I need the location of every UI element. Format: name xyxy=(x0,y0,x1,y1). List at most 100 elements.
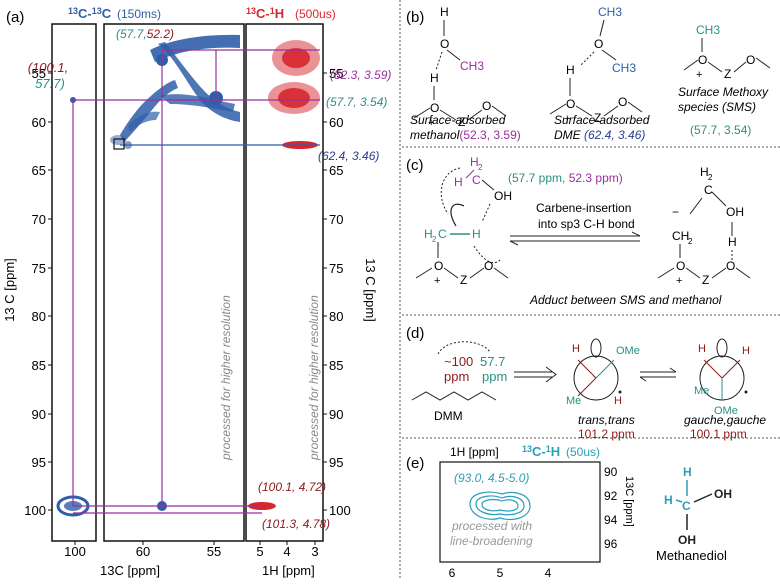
connector-lines-purple xyxy=(72,49,320,514)
svg-text:2: 2 xyxy=(688,237,693,246)
svg-text:100: 100 xyxy=(329,503,351,518)
svg-text:90: 90 xyxy=(329,407,343,422)
x-tick-marks xyxy=(74,541,316,545)
note-cc: processed for higher resolution xyxy=(219,295,233,461)
ch-spectrum xyxy=(248,40,320,510)
panel-label-b: (b) xyxy=(406,9,424,26)
cap3-b: species (SMS) xyxy=(678,100,756,114)
svg-text:−: − xyxy=(672,205,679,219)
note-h: processed for higher resolution xyxy=(307,295,321,461)
svg-text:80: 80 xyxy=(32,309,46,324)
e-h-axis: 1H [ppm] xyxy=(450,445,499,459)
svg-text:Me: Me xyxy=(566,395,581,407)
x-axis-label-cc: 13C [ppm] xyxy=(100,563,160,578)
svg-text:+: + xyxy=(428,117,434,129)
svg-text:O: O xyxy=(434,259,443,273)
svg-text:55: 55 xyxy=(329,66,343,81)
svg-text:CH3: CH3 xyxy=(612,61,636,75)
e-peak: (93.0, 4.5-5.0) xyxy=(454,471,529,485)
svg-text:CH3: CH3 xyxy=(460,59,484,73)
svg-text:90: 90 xyxy=(32,407,46,422)
svg-text:95: 95 xyxy=(329,455,343,470)
cc-title: 13C-13C xyxy=(68,6,112,21)
svg-text:O: O xyxy=(566,97,575,111)
cap3-val: (57.7, 3.54) xyxy=(690,123,751,137)
c-arrow-top-a: Carbene-insertion xyxy=(536,201,631,215)
lbl-h1: (52.3, 3.59) xyxy=(330,68,391,82)
svg-text:C: C xyxy=(704,183,713,197)
svg-text:4: 4 xyxy=(545,566,552,580)
svg-text:65: 65 xyxy=(329,163,343,178)
svg-text:C: C xyxy=(682,499,691,513)
e-x-ticks: 6 5 4 xyxy=(449,566,552,580)
svg-text:65: 65 xyxy=(32,163,46,178)
svg-text:+: + xyxy=(676,275,682,287)
svg-text:55: 55 xyxy=(207,544,221,559)
cap2: DME (62.4, 3.46) xyxy=(554,128,645,142)
svg-text:O: O xyxy=(698,53,707,67)
svg-text:H: H xyxy=(614,395,622,407)
ch-title: 13C-1H xyxy=(246,6,284,21)
svg-text:OH: OH xyxy=(726,205,744,219)
svg-text:70: 70 xyxy=(329,212,343,227)
svg-text:2: 2 xyxy=(432,235,437,244)
structure-methanol: H O CH3 H O + Z O xyxy=(413,5,507,129)
structure-dme: CH3 O CH3 H O + Z O xyxy=(549,5,643,125)
svg-text:H: H xyxy=(683,465,692,479)
svg-text:75: 75 xyxy=(32,261,46,276)
svg-text:CH3: CH3 xyxy=(598,5,622,19)
equilibrium-arrow-c xyxy=(509,231,641,246)
structure-sms: CH3 O + Z O xyxy=(683,23,771,81)
y-axis-label-left: 13 C [ppm] xyxy=(2,258,17,322)
lbl-h3: (62.4, 3.46) xyxy=(318,149,379,163)
marker-box xyxy=(113,138,125,150)
e-note-a: processed with xyxy=(451,519,532,533)
x-axis-label-h: 1H [ppm] xyxy=(262,563,315,578)
svg-text:O: O xyxy=(726,259,735,273)
svg-text:70: 70 xyxy=(32,212,46,227)
y-tick-labels-right: 55 60 65 70 75 80 85 90 95 100 xyxy=(329,66,351,518)
svg-text:60: 60 xyxy=(136,544,150,559)
svg-text:O: O xyxy=(430,101,439,115)
svg-text:OH: OH xyxy=(678,533,696,547)
svg-text:OH: OH xyxy=(494,189,512,203)
svg-text:4: 4 xyxy=(283,544,290,559)
svg-text:H: H xyxy=(440,5,449,19)
svg-text:H: H xyxy=(742,345,750,357)
ch-box xyxy=(245,23,324,542)
d-ppm100-a: ~100 xyxy=(444,354,473,369)
svg-text:85: 85 xyxy=(329,358,343,373)
panel-label-d: (d) xyxy=(406,325,424,342)
svg-text:O: O xyxy=(618,95,627,109)
cc-left-box xyxy=(51,23,97,542)
svg-text:6: 6 xyxy=(449,566,456,580)
e-contours xyxy=(469,491,531,521)
cc-time: (150ms) xyxy=(117,7,161,21)
svg-text:OH: OH xyxy=(714,487,732,501)
e-time: (50us) xyxy=(566,445,600,459)
lbl-h2: (57.7, 3.54) xyxy=(326,95,387,109)
svg-text:Z: Z xyxy=(460,273,467,287)
svg-text:Me: Me xyxy=(694,385,709,397)
svg-text:75: 75 xyxy=(329,261,343,276)
svg-text:85: 85 xyxy=(32,358,46,373)
svg-text:100: 100 xyxy=(24,503,46,518)
dmm-skeleton xyxy=(411,391,497,401)
panel-label-e: (e) xyxy=(406,455,424,472)
svg-text:Z: Z xyxy=(724,67,731,81)
svg-text:O: O xyxy=(594,37,603,51)
svg-text:+: + xyxy=(434,275,440,287)
svg-text:O: O xyxy=(440,37,449,51)
svg-text:O: O xyxy=(482,99,491,113)
e-plot-box xyxy=(439,461,601,563)
svg-text:H: H xyxy=(470,155,479,169)
svg-text:5: 5 xyxy=(497,566,504,580)
e-title: 13C-1H xyxy=(522,444,560,459)
d-gg-b: 100.1 ppm xyxy=(690,427,747,441)
y-tick-labels-left: 55 60 65 70 75 80 85 90 95 100 xyxy=(24,66,46,518)
svg-text:O: O xyxy=(746,53,755,67)
d-tt-b: 101.2 ppm xyxy=(578,427,635,441)
